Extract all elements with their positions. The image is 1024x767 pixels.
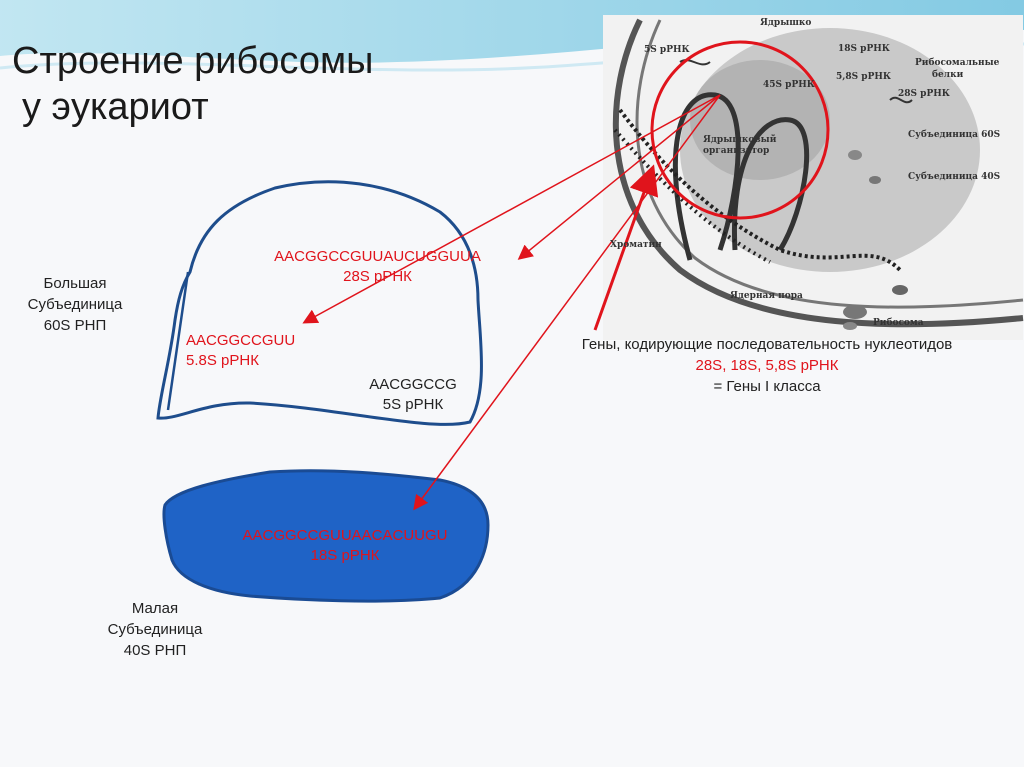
- small-subunit-line-1: Малая: [90, 598, 220, 619]
- rrna-28s-name: 28S рРНК: [235, 267, 520, 287]
- micro-label-45s: 45S рРНК: [763, 80, 815, 90]
- micro-label-sub60: Субъединица 60S: [908, 130, 1000, 140]
- micro-label-5s: 5S рРНК: [644, 45, 690, 55]
- micro-label-chromatin: Хроматин: [610, 240, 662, 250]
- rrna-5s-sequence: AACGGCCG: [348, 375, 478, 395]
- micro-label-organizer-1: Ядрышковый: [703, 135, 776, 145]
- large-subunit-line-1: Большая: [10, 273, 140, 294]
- rrna-58s-label: AACGGCCGUU 5.8S рРНК: [186, 331, 295, 371]
- genes-note-line-3: = Гены I класса: [514, 376, 1020, 397]
- large-subunit-line-2: Субъединица: [10, 294, 140, 315]
- rrna-18s-name: 18S рРНК: [200, 546, 490, 566]
- rrna-28s-label: AACGGCCGUUAUCUGGUUA 28S рРНК: [235, 247, 520, 287]
- small-subunit-line-2: Субъединица: [90, 619, 220, 640]
- rrna-28s-sequence: AACGGCCGUUAUCUGGUUA: [235, 247, 520, 267]
- micro-label-ribosome: Рибосома: [873, 318, 924, 328]
- genes-note-line-2: 28S, 18S, 5,8S рРНК: [514, 355, 1020, 376]
- large-subunit-line-3: 60S РНП: [10, 315, 140, 336]
- slide-title: Строение рибосомы у эукариот: [12, 38, 373, 130]
- rrna-18s-sequence: AACGGCCGUUAACACUUGU: [200, 526, 490, 546]
- micro-label-pore: Ядерная пора: [730, 291, 803, 301]
- micro-label-ribo-proteins-1: Рибосомальные: [915, 58, 999, 68]
- title-line-2: у эукариот: [12, 84, 373, 130]
- micro-label-28s: 28S рРНК: [898, 89, 950, 99]
- genes-note-line-1: Гены, кодирующие последовательность нукл…: [514, 334, 1020, 355]
- rrna-5s-name: 5S рРНК: [348, 395, 478, 415]
- small-subunit-label: Малая Субъединица 40S РНП: [90, 598, 220, 661]
- rrna-58s-name: 5.8S рРНК: [186, 351, 295, 371]
- micro-label-58s: 5,8S рРНК: [836, 72, 891, 82]
- large-subunit-label: Большая Субъединица 60S РНП: [10, 273, 140, 336]
- genes-note: Гены, кодирующие последовательность нукл…: [514, 334, 1020, 397]
- micro-label-18s: 18S рРНК: [838, 44, 890, 54]
- rrna-5s-label: AACGGCCG 5S рРНК: [348, 375, 478, 415]
- micro-label-ribo-proteins-2: белки: [932, 70, 963, 80]
- title-line-1: Строение рибосомы: [12, 40, 373, 82]
- rrna-18s-label: AACGGCCGUUAACACUUGU 18S рРНК: [200, 526, 490, 566]
- small-subunit-line-3: 40S РНП: [90, 640, 220, 661]
- micro-label-nucleolus: Ядрышко: [760, 18, 811, 28]
- micro-label-organizer-2: организатор: [703, 146, 769, 156]
- rrna-58s-sequence: AACGGCCGUU: [186, 331, 295, 351]
- micro-label-sub40: Субъединица 40S: [908, 172, 1000, 182]
